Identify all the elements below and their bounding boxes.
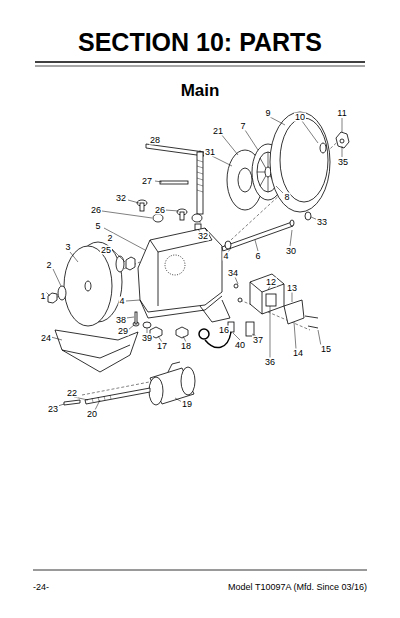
callout-number: 2 [106, 234, 113, 243]
callout-number: 2 [45, 261, 52, 270]
callout-number: 7 [239, 122, 246, 131]
model-footer: Model T10097A (Mfd. Since 03/16) [228, 583, 367, 592]
callout-number: 20 [86, 410, 98, 419]
callout-number: 25 [100, 246, 112, 255]
callout-number: 5 [94, 222, 101, 231]
callout-number: 16 [218, 326, 230, 335]
callout-number: 19 [181, 400, 193, 409]
callout-number: 10 [294, 113, 306, 122]
callout-number: 35 [337, 158, 349, 167]
section-subtitle: Main [181, 82, 220, 99]
callout-number: 13 [286, 284, 298, 293]
callout-number: 28 [149, 136, 161, 145]
callout-number: 34 [227, 269, 239, 278]
callout-number: 23 [47, 405, 59, 414]
header-rule [35, 62, 365, 66]
callout-number: 9 [264, 109, 271, 118]
callout-number: 4 [222, 252, 229, 261]
page-number: -24- [33, 583, 49, 592]
callout-number: 24 [40, 334, 52, 343]
callout-number: 32 [197, 232, 209, 241]
callout-number: 36 [264, 358, 276, 367]
callout-number: 3 [64, 243, 71, 252]
callout-number: 37 [252, 336, 264, 345]
callout-number: 33 [316, 218, 328, 227]
callout-number: 32 [115, 194, 127, 203]
callout-number: 1 [39, 292, 46, 301]
callout-number: 12 [265, 278, 277, 287]
section-title: SECTION 10: PARTS [0, 30, 400, 55]
callout-number: 17 [156, 342, 168, 351]
callout-number: 31 [204, 148, 216, 157]
callout-number: 29 [117, 327, 129, 336]
callout-number: 15 [320, 345, 332, 354]
callout-number: 39 [141, 334, 153, 343]
exploded-view [46, 112, 349, 410]
callout-number: 18 [180, 342, 192, 351]
callout-number: 40 [234, 341, 246, 350]
callout-number: 14 [292, 349, 304, 358]
callout-number: 30 [285, 247, 297, 256]
callout-number: 11 [336, 109, 347, 118]
callout-number: 21 [212, 127, 224, 136]
callout-number: 27 [141, 177, 153, 186]
callout-number: 4 [118, 297, 125, 306]
callout-number: 38 [115, 316, 127, 325]
callout-number: 26 [154, 206, 166, 215]
callout-number: 8 [283, 193, 290, 202]
callout-number: 22 [66, 389, 78, 398]
callout-number: 26 [90, 206, 102, 215]
callout-number: 6 [254, 252, 261, 261]
footer-rule [33, 570, 367, 571]
